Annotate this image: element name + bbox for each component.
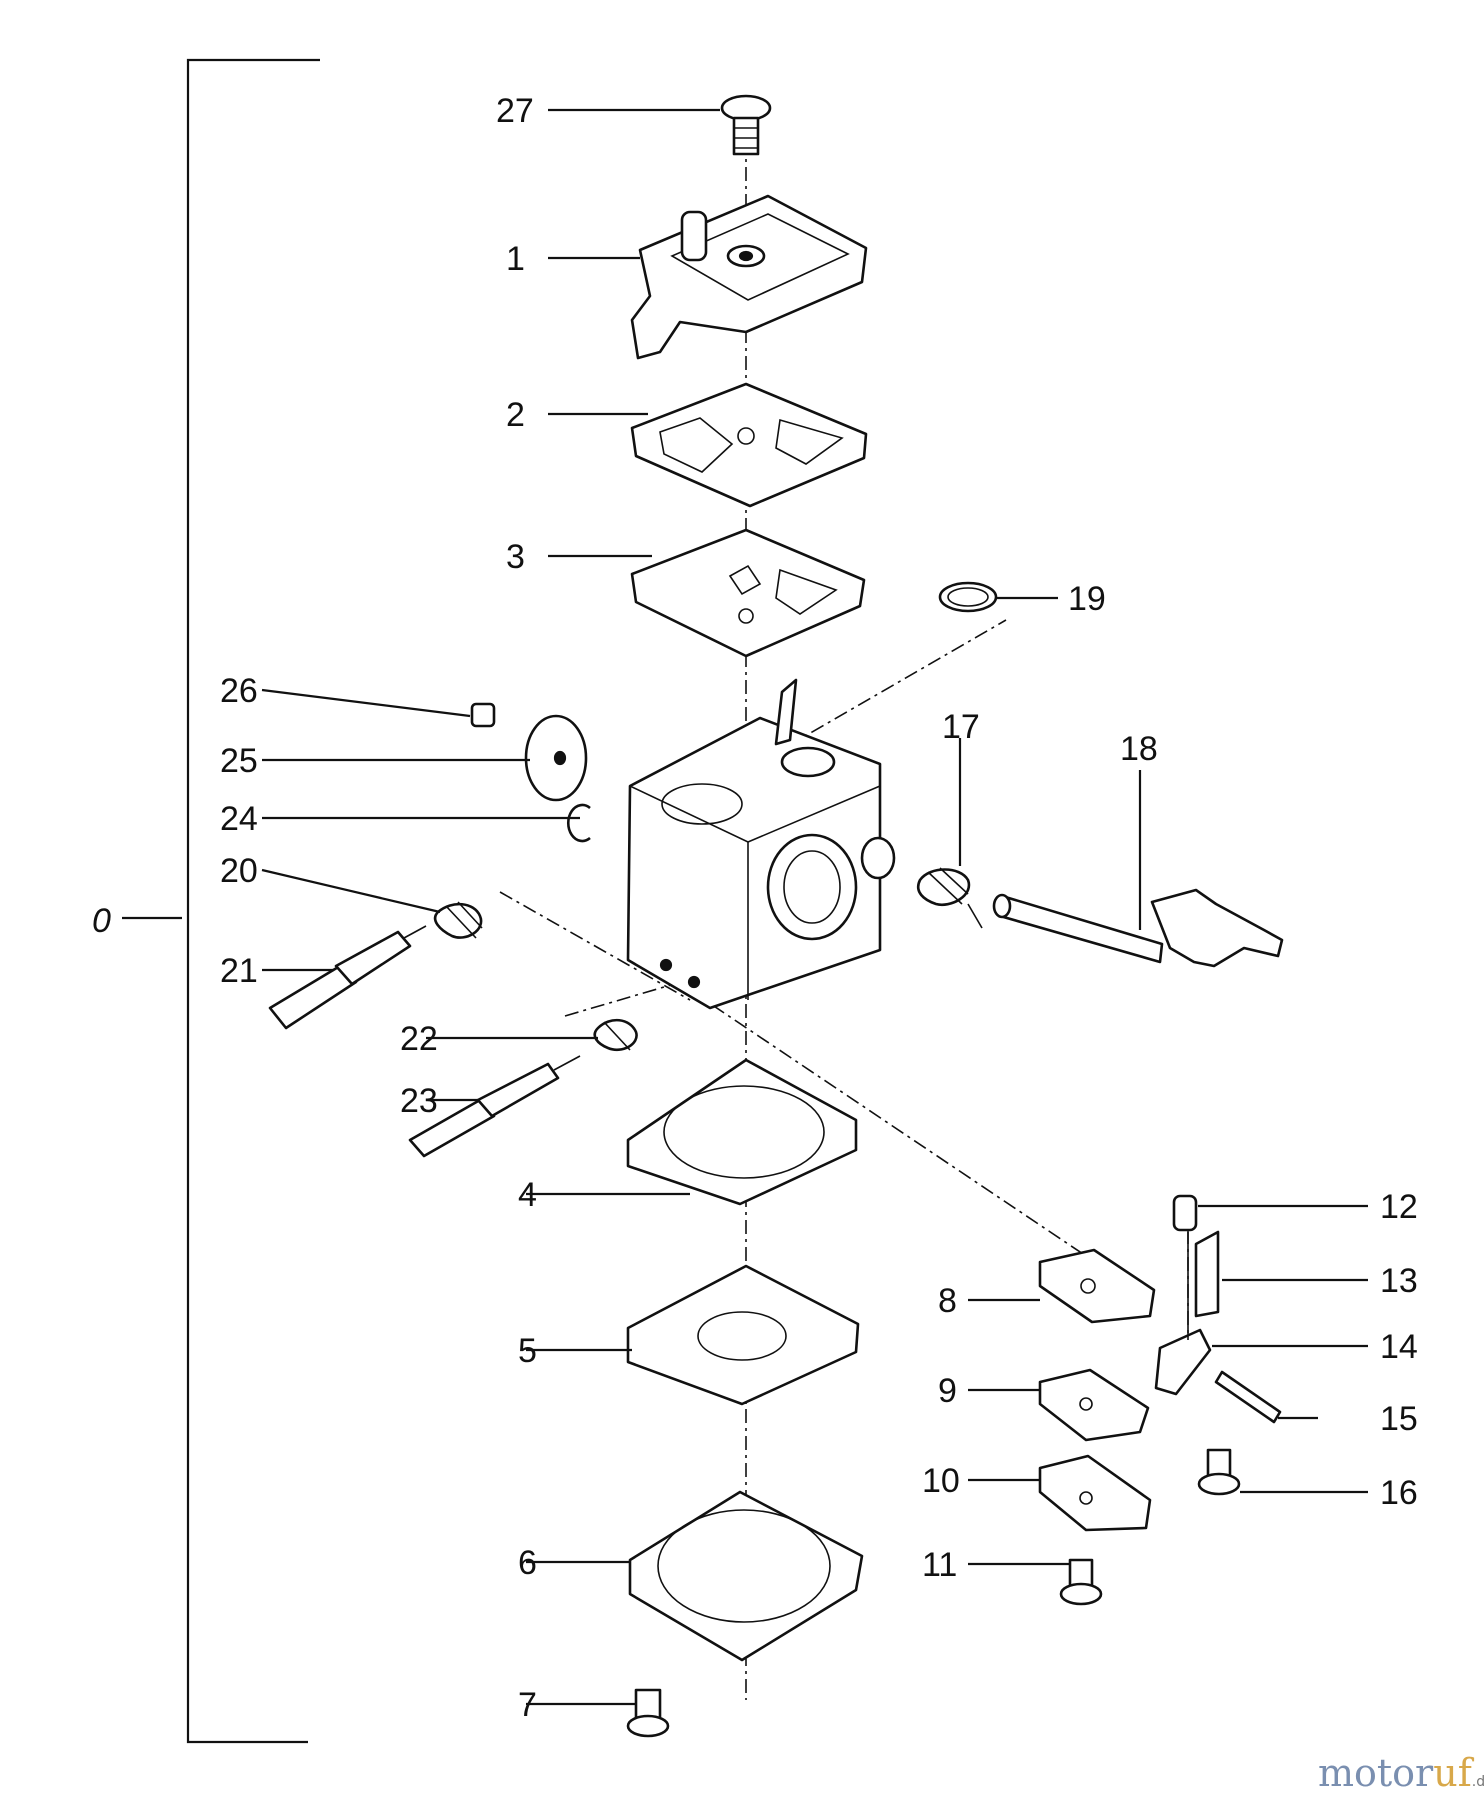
part-lever-14 <box>1154 1232 1212 1396</box>
part-pin-15 <box>1214 1370 1282 1424</box>
callout-21: 21 <box>220 952 258 990</box>
callout-labels: 27 1 2 3 19 26 17 18 25 24 20 21 22 23 4… <box>220 92 1418 1724</box>
callout-6: 6 <box>518 1544 537 1582</box>
callout-24: 24 <box>220 800 258 838</box>
part-lever-9 <box>1038 1368 1150 1442</box>
callout-22: 22 <box>400 1020 438 1058</box>
part-spring-20 <box>433 901 483 939</box>
watermark: motoruf.de <box>1318 1751 1484 1795</box>
leader-lines <box>261 108 1368 1706</box>
callout-27: 27 <box>496 92 534 130</box>
watermark-text: motoruf.de <box>1318 1751 1484 1795</box>
part-screw-16 <box>1197 1448 1241 1496</box>
callout-11: 11 <box>922 1546 957 1584</box>
callout-3: 3 <box>506 538 525 576</box>
callout-20: 20 <box>220 852 258 890</box>
part-clip-24 <box>566 803 591 843</box>
callout-18: 18 <box>1120 730 1158 768</box>
part-gasket-2 <box>630 382 868 508</box>
part-screw-26 <box>470 702 496 728</box>
part-screw-11 <box>1059 1558 1103 1606</box>
part-diaphragm-5 <box>626 1264 860 1406</box>
part-lever-8 <box>1038 1248 1156 1324</box>
callout-12: 12 <box>1380 1188 1418 1226</box>
part-pump-cover-1 <box>630 194 868 360</box>
assembly-bracket: 0 <box>92 58 320 1744</box>
callout-17: 17 <box>942 708 980 746</box>
callout-25: 25 <box>220 742 258 780</box>
callout-16: 16 <box>1380 1474 1418 1512</box>
callout-15: 15 <box>1380 1400 1418 1438</box>
part-screen-19 <box>938 581 998 613</box>
part-needle-13 <box>1194 1230 1220 1318</box>
part-screw-7 <box>626 1688 670 1738</box>
callout-10: 10 <box>922 1462 960 1500</box>
part-needle-21 <box>268 925 427 1030</box>
callout-9: 9 <box>938 1372 957 1410</box>
callout-23: 23 <box>400 1082 438 1120</box>
part-washer-25 <box>524 714 588 802</box>
callout-13: 13 <box>1380 1262 1418 1300</box>
part-throttle-shaft-18 <box>992 888 1284 968</box>
part-spring-12 <box>1172 1194 1198 1232</box>
part-needle-23 <box>408 1055 581 1158</box>
part-spring-22 <box>593 1018 638 1052</box>
callout-5: 5 <box>518 1332 537 1370</box>
part-screw-27 <box>720 94 772 156</box>
callout-8: 8 <box>938 1282 957 1320</box>
callout-4: 4 <box>518 1176 537 1214</box>
part-spring-17 <box>916 867 983 929</box>
callout-7: 7 <box>518 1686 537 1724</box>
part-lever-10 <box>1038 1454 1152 1532</box>
callout-2: 2 <box>506 396 525 434</box>
callout-26: 26 <box>220 672 258 710</box>
callout-1: 1 <box>506 240 525 278</box>
assembly-label: 0 <box>92 902 111 940</box>
part-cover-6 <box>628 1490 864 1662</box>
part-diaphragm-3 <box>630 528 866 658</box>
part-gasket-4 <box>626 1058 858 1206</box>
carburetor-body <box>626 678 896 1010</box>
callout-14: 14 <box>1380 1328 1418 1366</box>
callout-19: 19 <box>1068 580 1106 618</box>
